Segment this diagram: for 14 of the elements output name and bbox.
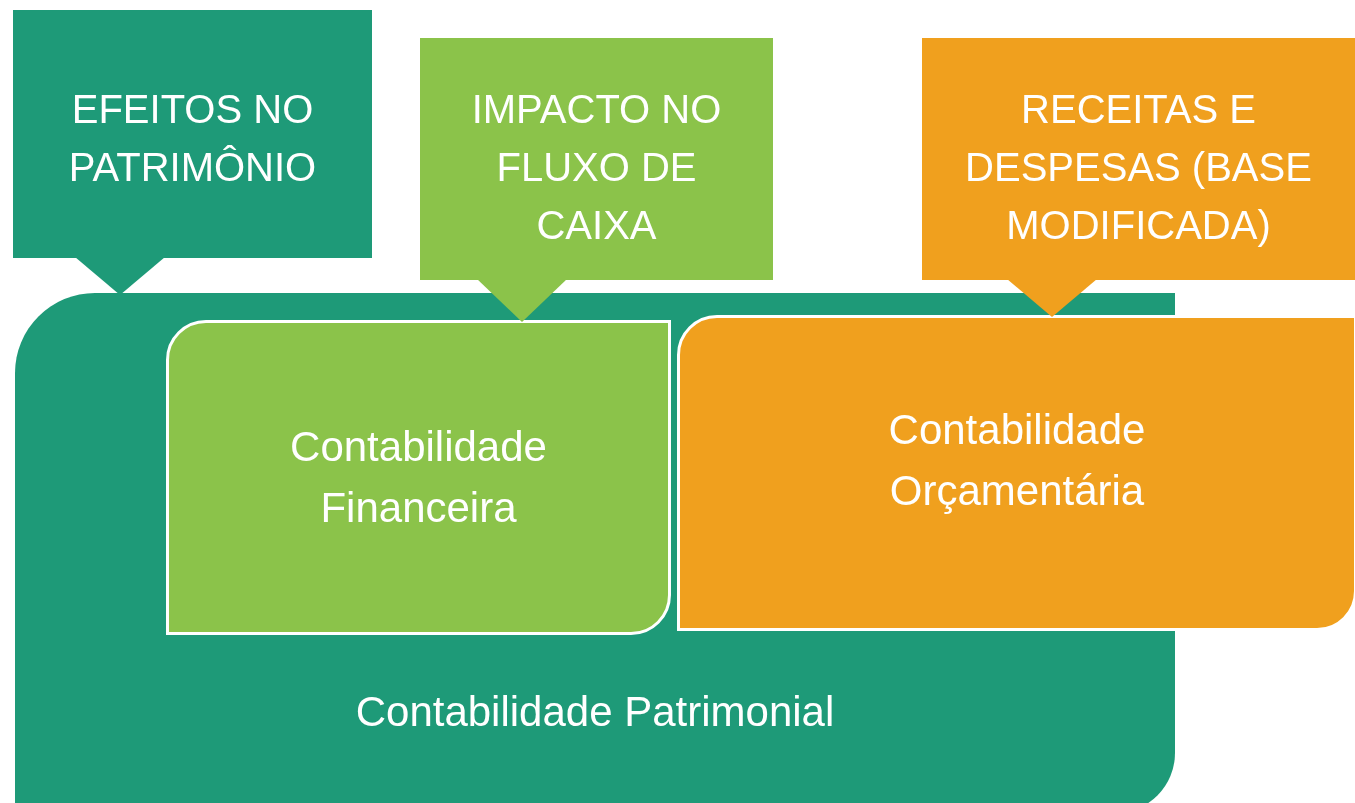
callout-box [420,38,773,280]
rounded-box [166,320,671,635]
callout-box [13,10,372,258]
callout-box [922,38,1355,280]
box-label: Contabilidade Financeira [289,421,548,533]
callout-text: IMPACTO NO FLUXO DE CAIXA [470,86,723,249]
callout-pointer [1007,279,1097,317]
box-label: Contabilidade Patrimonial [355,687,835,738]
callout-pointer [75,257,165,295]
callout-text: EFEITOS NO PATRIMÔNIO [67,86,318,191]
rounded-box [677,315,1355,631]
box-label: Contabilidade Orçamentária [887,404,1147,516]
callout-text: RECEITAS E DESPESAS (BASE MODIFICADA) [964,86,1313,249]
callout-pointer [477,279,567,322]
